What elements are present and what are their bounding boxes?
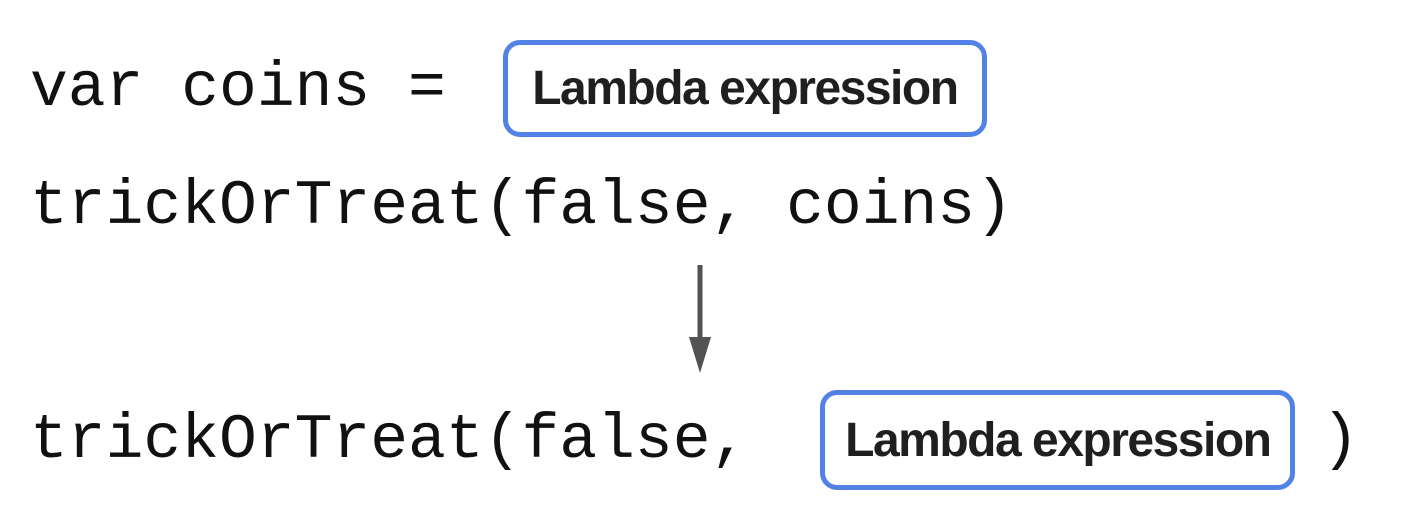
lambda-expression-label-2: Lambda expression xyxy=(845,413,1272,467)
code-text-close-paren: ) xyxy=(1321,404,1360,476)
code-line-var-assignment: var coins = Lambda expression xyxy=(30,40,987,137)
arrow-down-icon xyxy=(687,265,713,373)
code-text-trickortreat-coins: trickOrTreat(false, coins) xyxy=(30,171,1013,242)
lambda-expression-label-1: Lambda expression xyxy=(532,62,959,115)
code-text-trickortreat-open: trickOrTreat(false, xyxy=(30,404,749,476)
lambda-expression-box-2: Lambda expression xyxy=(820,390,1296,490)
code-text-var-coins: var coins = xyxy=(30,53,446,124)
code-line-substituted-call: trickOrTreat(false, Lambda expression ) xyxy=(30,390,1359,490)
lambda-expression-box-1: Lambda expression xyxy=(502,40,987,137)
code-line-function-call: trickOrTreat(false, coins) xyxy=(30,175,1013,238)
